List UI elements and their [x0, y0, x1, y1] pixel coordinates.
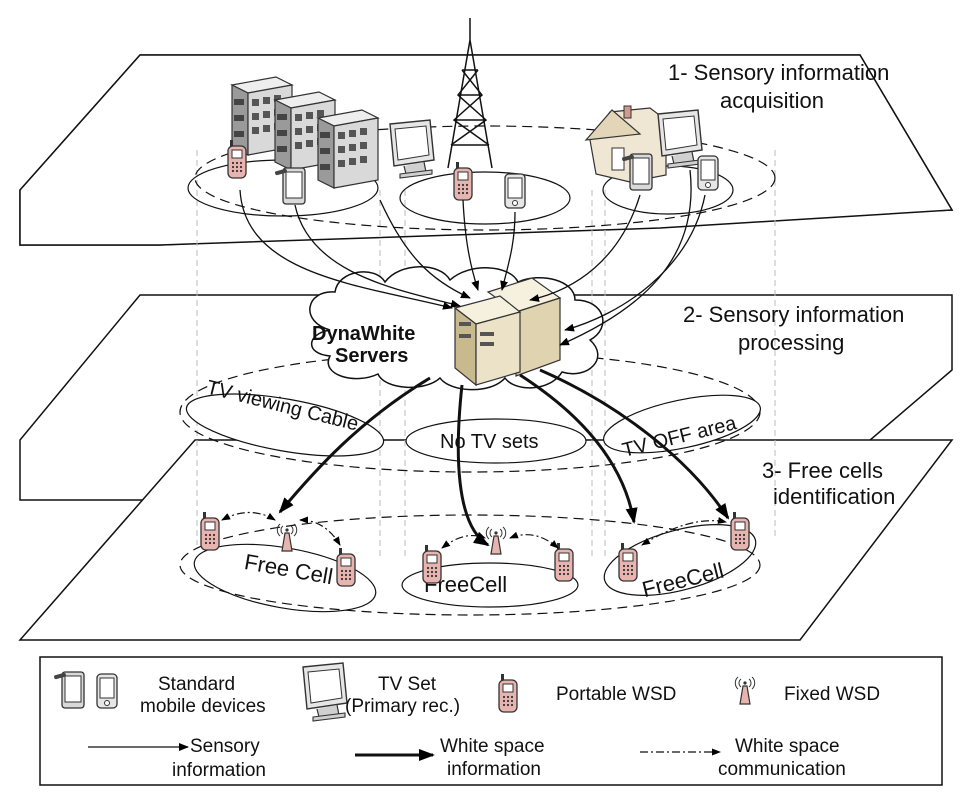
cell-ellipse-2: [401, 562, 579, 608]
legend-fixed-wsd: Fixed WSD: [784, 684, 880, 705]
top-coverage-ellipse: [194, 125, 776, 231]
server-label-line2: Servers: [335, 345, 408, 367]
bottom-coverage-ellipse: [179, 514, 761, 616]
legend-standard-devices-line2: mobile devices: [140, 696, 266, 717]
layer-1-subtitle: acquisition: [720, 88, 824, 113]
tower-icon: [447, 18, 493, 169]
legend-sensory-line2: information: [172, 760, 266, 781]
mobile-device-icon: [96, 673, 118, 709]
legend-white-space-info-line2: information: [447, 759, 541, 780]
area-ellipse-3: [602, 394, 762, 454]
area-label-2: No TV sets: [440, 431, 539, 453]
legend-box: [39, 656, 943, 786]
area-ellipse-2: [405, 418, 587, 464]
mobile-device-icon: [697, 155, 719, 191]
white-space-information-arrows: [278, 368, 730, 547]
legend-tv-set-line1: TV Set: [378, 674, 437, 695]
server-label-line1: DynaWhite: [312, 323, 415, 345]
layer-2-subtitle: processing: [738, 330, 844, 355]
layer-3-title: 3- Free cells: [762, 458, 883, 483]
layer-3-subtitle: identification: [773, 484, 895, 509]
legend-white-space-comm-line1: White space: [735, 736, 840, 757]
legend-white-space-info-line1: White space: [440, 736, 545, 757]
legend-tv-set-line2: (Primary rec.): [345, 696, 460, 717]
legend-white-space-comm-line2: communication: [718, 759, 846, 780]
legend-sensory-line1: Sensory: [190, 736, 260, 757]
mobile-device-icon: [504, 173, 526, 209]
white-space-communication-links: [221, 511, 727, 549]
layer-1-title: 1- Sensory information: [668, 60, 889, 85]
area-ellipse-1: [185, 393, 385, 457]
top-area-2: [399, 171, 571, 225]
legend-standard-devices-line1: Standard: [158, 674, 235, 695]
layer-2-title: 2- Sensory information: [683, 302, 904, 327]
legend-portable-wsd: Portable WSD: [556, 684, 676, 705]
sensory-information-arrows: [239, 169, 706, 346]
